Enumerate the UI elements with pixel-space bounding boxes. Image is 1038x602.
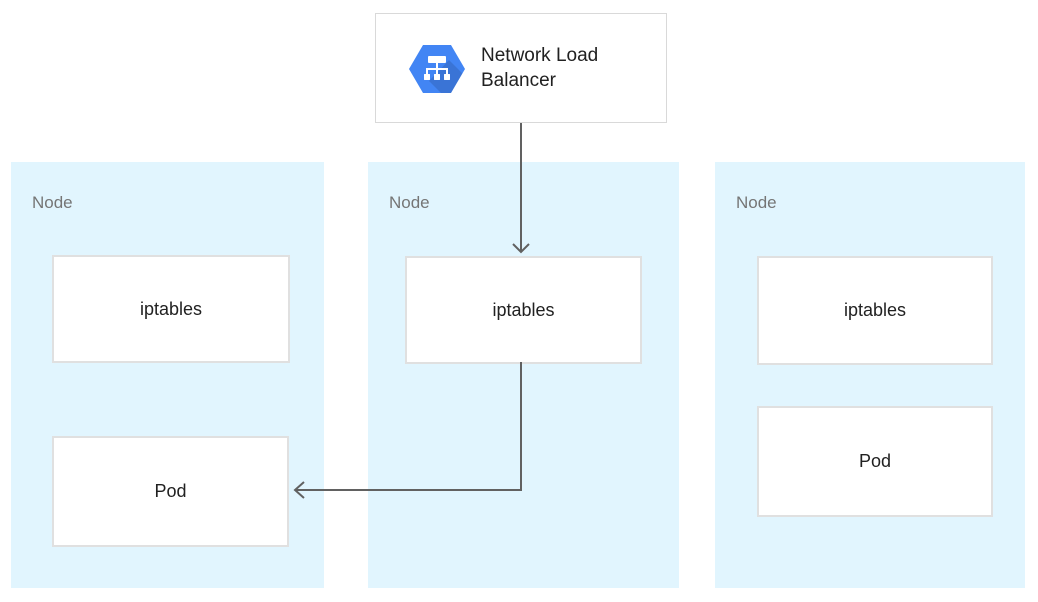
node-2: Node iptables xyxy=(368,162,679,588)
node-1-label: Node xyxy=(32,193,73,212)
node-1-pod-box: Pod xyxy=(52,436,289,547)
node-3-iptables-box: iptables xyxy=(757,256,993,365)
node-2-iptables-box: iptables xyxy=(405,256,642,364)
node-3-pod-box: Pod xyxy=(757,406,993,517)
load-balancer-card: Network Load Balancer xyxy=(375,13,667,123)
node-1-iptables-box: iptables xyxy=(52,255,290,363)
node-3: Node iptables Pod xyxy=(715,162,1025,588)
node-2-label: Node xyxy=(389,193,430,212)
network-load-balancer-icon xyxy=(409,45,465,93)
load-balancer-label: Network Load Balancer xyxy=(481,45,599,91)
node-3-label: Node xyxy=(736,193,777,212)
node-1: Node iptables Pod xyxy=(11,162,324,588)
